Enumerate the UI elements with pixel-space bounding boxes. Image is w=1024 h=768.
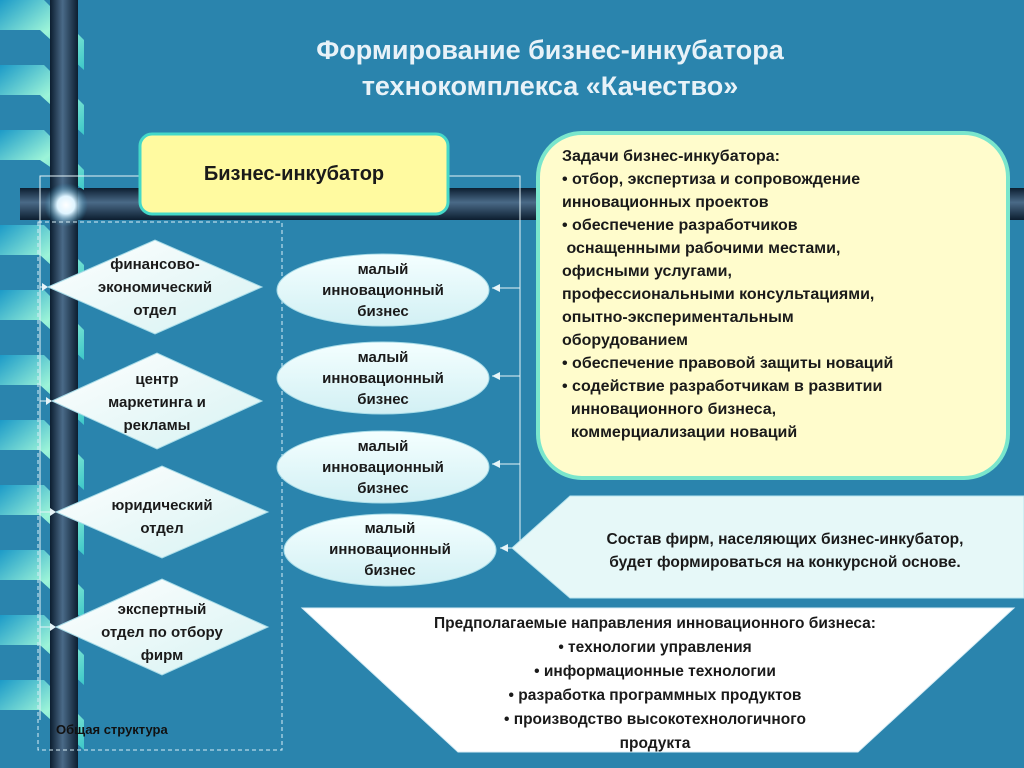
tasks-line: оснащенными рабочими местами, — [562, 240, 841, 257]
structure-frame — [37, 221, 283, 751]
dept-diamond-expert — [54, 578, 270, 676]
tasks-line: опытно-экспериментальным — [562, 309, 794, 326]
directions-line: • производство высокотехнологичного — [503, 711, 806, 728]
small-business-label-1: малый инновационный бизнес — [298, 259, 468, 322]
sb-line: малый — [357, 438, 409, 455]
sb-line: бизнес — [364, 562, 416, 579]
tasks-line: • отбор, экспертиза и сопровождение — [562, 171, 861, 188]
small-business-ellipse-4 — [283, 513, 497, 587]
title-line-2: технокомплекса «Качество» — [361, 71, 739, 101]
tasks-line: инновационных проектов — [562, 194, 769, 211]
incubator-label: Бизнес-инкубатор — [203, 162, 385, 185]
sb-line: инновационный — [322, 370, 444, 387]
dept-label-expert: экспертный отдел по отбору фирм — [67, 598, 257, 667]
page-title: Формирование бизнес-инкубатора технокомп… — [200, 32, 900, 104]
directions-line: продукта — [619, 735, 691, 752]
sb-line: бизнес — [357, 480, 409, 497]
tasks-line: • содействие разработчикам в развитии — [562, 378, 883, 395]
small-business-label-2: малый инновационный бизнес — [298, 347, 468, 410]
decor-vertical-pole — [50, 0, 78, 768]
tasks-text: Задачи бизнес-инкубатора: • отбор, экспе… — [562, 145, 1002, 444]
sb-line: инновационный — [322, 459, 444, 476]
composition-line: Состав фирм, населяющих бизнес-инкубатор… — [606, 531, 964, 548]
structure-label: Общая структура — [56, 722, 168, 737]
tasks-line: инновационного бизнеса, — [562, 401, 777, 418]
directions-line: Предполагаемые направления инновационног… — [434, 615, 876, 632]
tasks-line: • обеспечение разработчиков — [562, 217, 798, 234]
directions-line: • разработка программных продуктов — [508, 687, 802, 704]
tasks-line: коммерциализации новаций — [562, 424, 798, 441]
dept-label-legal: юридический отдел — [67, 494, 257, 540]
sb-line: бизнес — [357, 391, 409, 408]
dept-line: фирм — [140, 647, 184, 664]
tasks-line: Задачи бизнес-инкубатора: — [562, 148, 780, 165]
sb-line: малый — [364, 520, 416, 537]
dept-line: маркетинга и — [108, 394, 206, 411]
incubator-box — [138, 132, 450, 216]
tasks-line: офисными услугами, — [562, 263, 732, 280]
dept-line: отдел по отбору — [101, 624, 223, 641]
dept-line: юридический — [111, 497, 213, 514]
dept-line: рекламы — [123, 417, 191, 434]
dept-label-finance: финансово- экономический отдел — [60, 253, 250, 322]
directions-funnel — [300, 607, 1016, 753]
small-business-ellipse-1 — [276, 253, 490, 327]
connector-arrowheads — [42, 283, 508, 631]
dept-line: финансово- — [110, 256, 200, 273]
small-business-label-3: малый инновационный бизнес — [298, 436, 468, 499]
composition-line: будет формироваться на конкурсной основе… — [609, 554, 961, 571]
directions-line: • информационные технологии — [534, 663, 776, 680]
sb-line: инновационный — [329, 541, 451, 558]
composition-callout — [511, 495, 1024, 599]
sb-line: малый — [357, 261, 409, 278]
tasks-line: • обеспечение правовой защиты новаций — [562, 355, 894, 372]
tasks-line: оборудованием — [562, 332, 688, 349]
dept-line: экономический — [97, 279, 213, 296]
small-business-label-4: малый инновационный бизнес — [305, 518, 475, 581]
dept-diamond-finance — [46, 239, 264, 335]
small-business-ellipse-2 — [276, 341, 490, 415]
dept-diamond-legal — [54, 465, 270, 559]
directions-line: • технологии управления — [558, 639, 752, 656]
composition-text: Состав фирм, населяющих бизнес-инкубатор… — [540, 528, 1024, 574]
sb-line: инновационный — [322, 282, 444, 299]
tasks-line: профессиональными консультациями, — [562, 286, 875, 303]
dept-label-marketing: центр маркетинга и рекламы — [62, 368, 252, 437]
sb-line: малый — [357, 349, 409, 366]
dept-line: отдел — [133, 302, 177, 319]
dept-line: экспертный — [117, 601, 207, 618]
dept-diamond-marketing — [50, 352, 264, 450]
dept-line: отдел — [140, 520, 184, 537]
tasks-box — [536, 131, 1010, 480]
sb-line: бизнес — [357, 303, 409, 320]
title-line-1: Формирование бизнес-инкубатора — [316, 35, 784, 65]
dept-line: центр — [135, 371, 179, 388]
directions-text: Предполагаемые направления инновационног… — [340, 612, 970, 756]
small-business-ellipse-3 — [276, 430, 490, 504]
decor-glow — [44, 183, 88, 227]
